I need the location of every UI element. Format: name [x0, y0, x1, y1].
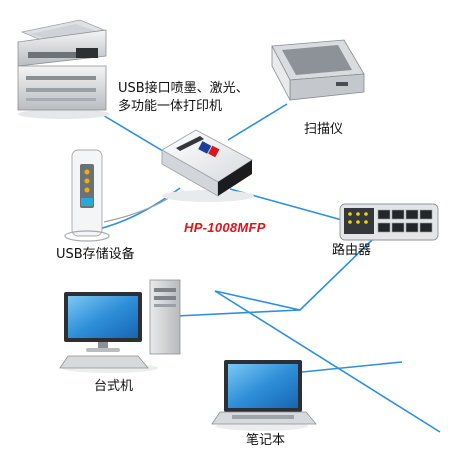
usb-storage-label: USB存储设备: [56, 247, 135, 262]
router-label: 路由器: [332, 243, 372, 258]
server-model-label: HP-1008MFP: [184, 220, 266, 235]
desktop-computer-icon: [59, 279, 181, 373]
usb-storage-icon: [64, 149, 179, 242]
link-desktop-lan: [175, 309, 301, 317]
scanner-label: 扫描仪: [304, 122, 344, 137]
router-icon: [339, 203, 439, 241]
desktop-label: 台式机: [94, 379, 134, 394]
flatbed-scanner-icon: [271, 39, 365, 101]
print-server-icon: [161, 129, 254, 202]
laptop-icon: [211, 360, 317, 431]
multifunction-printer-icon: [17, 19, 110, 119]
laptop-label: 笔记本: [246, 433, 286, 448]
printer-label-line1: USB接口喷墨、激光、: [118, 81, 249, 96]
link-scanner-server: [227, 103, 288, 141]
link-router-lan: [214, 239, 441, 433]
printer-label-line2: 多功能一体打印机: [118, 99, 223, 114]
printer-label: USB接口喷墨、激光、 多功能一体打印机: [118, 80, 249, 116]
link-laptop-lan: [301, 361, 403, 373]
